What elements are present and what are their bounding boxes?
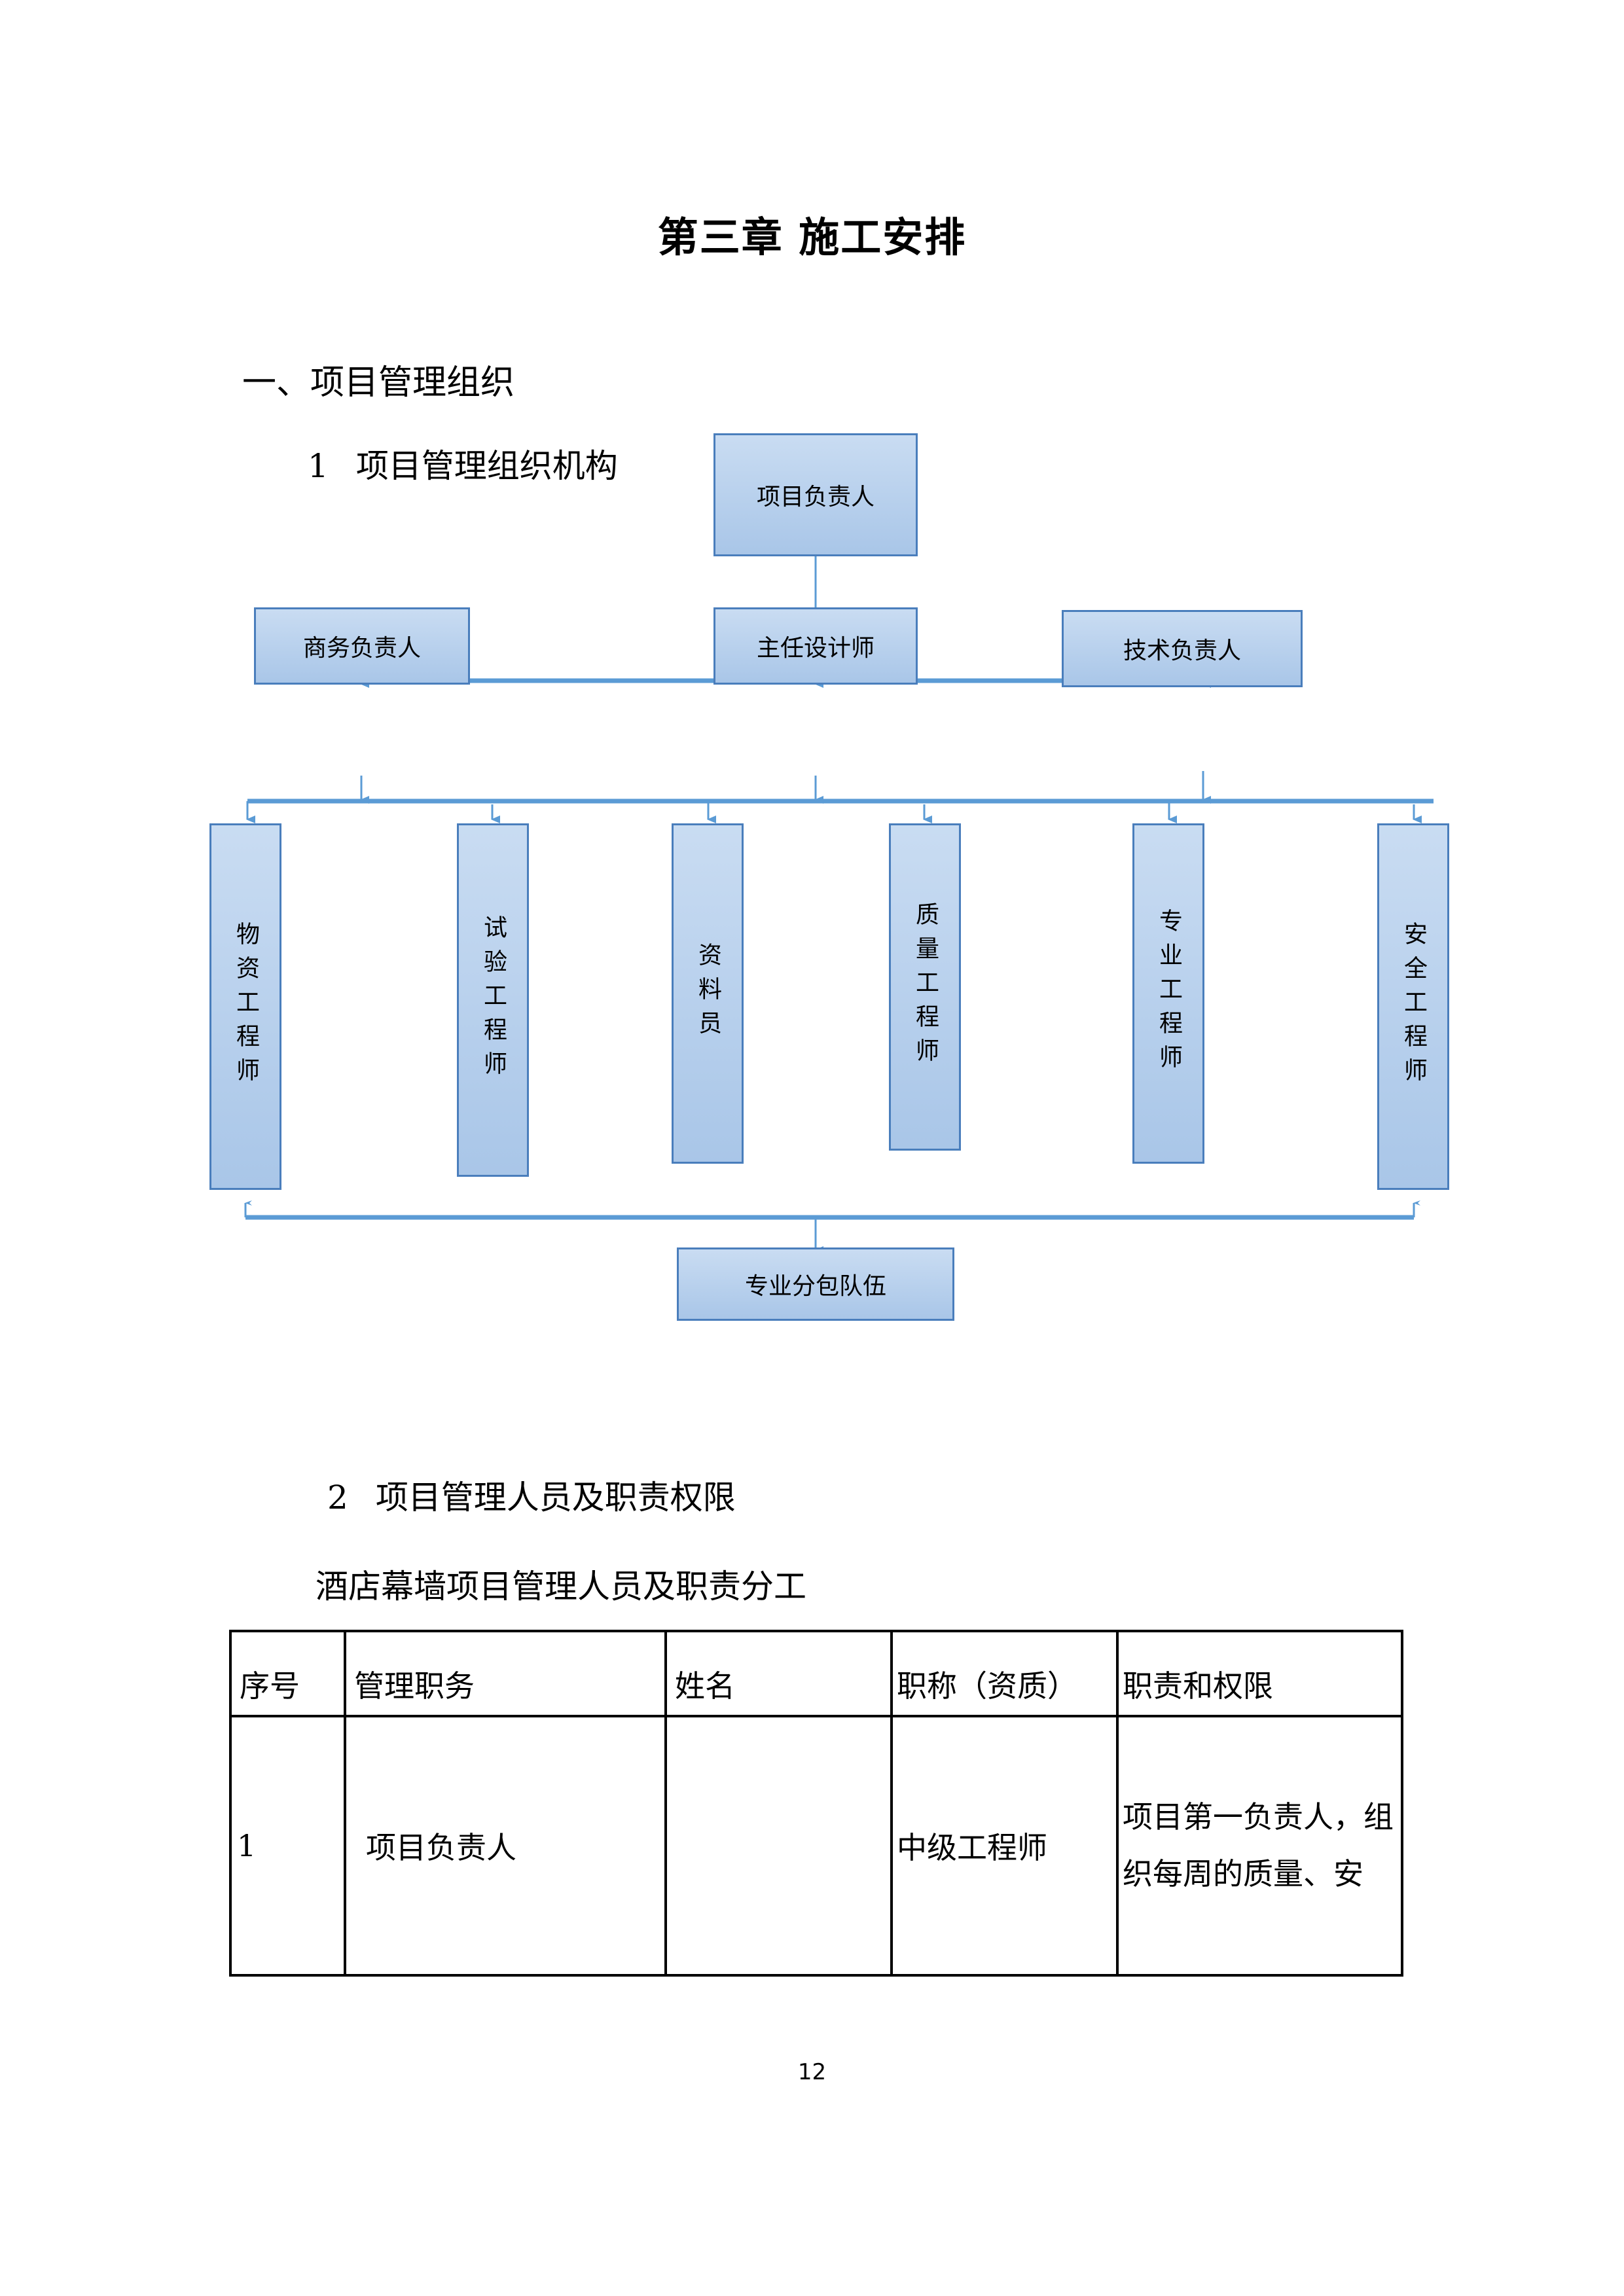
- org-node-subcontractor-team: 专业分包队伍: [677, 1247, 954, 1321]
- heading-personnel-duties: 2 项目管理人员及职责权限: [327, 1471, 736, 1518]
- org-node-professional-engineer: 专业工程师: [1132, 823, 1204, 1164]
- table-row: 1 项目负责人 中级工程师 项目第一负责人，组织每周的质量、安: [229, 1715, 1403, 1977]
- table-caption: 酒店幕墙项目管理人员及职责分工: [316, 1568, 806, 1605]
- table-cell-name: [664, 1715, 893, 1977]
- personnel-table: 序号 管理职务 姓名 职称（资质） 职责和权限 1 项目负责人 中级工程师 项目…: [229, 1630, 1403, 1977]
- table-cell-position: 项目负责人: [344, 1715, 667, 1977]
- org-node-quality-engineer: 质量工程师: [889, 823, 961, 1151]
- heading-org-structure-label: 项目管理组织机构: [355, 447, 618, 485]
- org-node-label: 资料员: [695, 942, 721, 1045]
- org-node-chief-designer: 主任设计师: [713, 607, 918, 685]
- table-cell-seq: 1: [229, 1715, 346, 1977]
- table-header-cell: 姓名: [664, 1630, 893, 1717]
- heading-personnel-duties-label: 项目管理人员及职责权限: [375, 1479, 736, 1516]
- org-node-test-engineer: 试验工程师: [457, 823, 529, 1177]
- org-node-label: 试验工程师: [480, 915, 507, 1085]
- org-node-label: 安全工程师: [1400, 922, 1427, 1092]
- org-node-materials-engineer: 物资工程师: [209, 823, 281, 1190]
- page-title: 第三章 施工安排: [657, 213, 967, 261]
- org-node-safety-engineer: 安全工程师: [1377, 823, 1449, 1190]
- org-node-label: 技术负责人: [1123, 637, 1241, 664]
- heading-personnel-duties-number: 2: [327, 1479, 348, 1516]
- org-node-label: 专业分包队伍: [744, 1273, 886, 1300]
- org-node-label: 商务负责人: [302, 635, 421, 662]
- org-node-label: 专业工程师: [1155, 908, 1182, 1079]
- org-node-label: 物资工程师: [232, 922, 259, 1092]
- heading-org-structure: 1 项目管理组织机构: [308, 440, 618, 487]
- page-number: 12: [797, 2059, 827, 2085]
- org-node-business-manager: 商务负责人: [254, 607, 470, 685]
- table-header-row: 序号 管理职务 姓名 职称（资质） 职责和权限: [229, 1630, 1403, 1717]
- org-node-label: 质量工程师: [912, 902, 939, 1072]
- heading-level-1: 一、项目管理组织: [242, 363, 515, 403]
- table-cell-duty: 项目第一负责人，组织每周的质量、安: [1116, 1715, 1403, 1977]
- org-node-document-clerk: 资料员: [672, 823, 744, 1164]
- table-header-cell: 职称（资质）: [890, 1630, 1119, 1717]
- org-node-project-manager: 项目负责人: [713, 433, 918, 556]
- org-node-label: 项目负责人: [756, 484, 875, 511]
- table-cell-title: 中级工程师: [890, 1715, 1119, 1977]
- table-header-cell: 管理职务: [344, 1630, 667, 1717]
- heading-org-structure-number: 1: [308, 447, 329, 485]
- org-node-technical-manager: 技术负责人: [1062, 610, 1303, 687]
- table-header-cell: 职责和权限: [1116, 1630, 1403, 1717]
- table-header-cell: 序号: [229, 1630, 346, 1717]
- org-node-label: 主任设计师: [756, 635, 875, 662]
